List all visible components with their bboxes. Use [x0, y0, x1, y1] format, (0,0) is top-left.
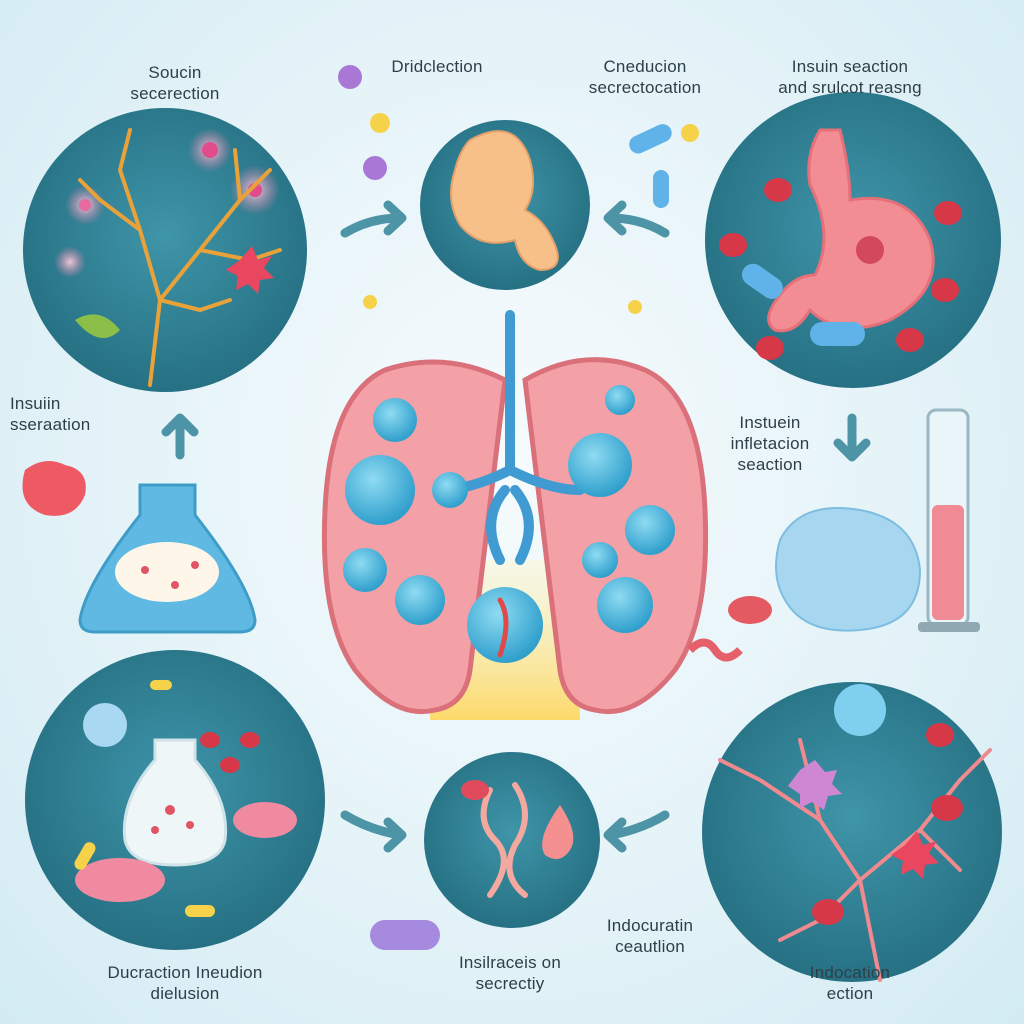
scattered-pills [338, 65, 772, 950]
label-line: and srulcot reasng [778, 78, 922, 97]
stomach-icon [767, 128, 935, 333]
label-mid-left: Insuiin sseraation [10, 393, 140, 435]
blood-vessels-icon [718, 684, 992, 982]
worm-drop-icon [461, 780, 574, 898]
label-line: Insuin seaction [791, 57, 909, 76]
label-line: ection [826, 984, 874, 1003]
label-line: Soucin [148, 63, 202, 82]
label-top-center-left: Dridclection [372, 56, 502, 77]
label-line: secerection [130, 84, 220, 103]
arrow-icon [161, 200, 871, 853]
circle-bottom-center [424, 752, 600, 928]
label-line: infletacion [730, 434, 810, 453]
blood-cells [719, 178, 962, 360]
circle-top-left [23, 108, 307, 392]
lungs-icon [321, 310, 709, 720]
lung-cells [343, 385, 675, 663]
label-bottom-center-right: Indocuratin ceautlion [575, 915, 725, 957]
circle-bottom-right [702, 682, 1002, 982]
label-top-right: Insuin seaction and srulcot reasng [750, 56, 950, 98]
test-tube-icon [775, 408, 980, 632]
nerve-cells-icon [54, 128, 282, 387]
pills-bottle-icon [74, 680, 297, 917]
label-line: Dridclection [391, 57, 483, 76]
label-bottom-center-left: Insilraceis on secrectiy [425, 952, 595, 994]
label-line: Insuiin [10, 394, 61, 413]
flask-icon [22, 461, 257, 634]
label-line: Indocuratin [606, 916, 694, 935]
label-line: secrectocation [588, 78, 702, 97]
label-line: Indocation [809, 963, 891, 982]
label-top-center-right: Cneducion secrectocation [560, 56, 730, 98]
label-line: Instuein [739, 413, 801, 432]
label-line: seaction [737, 455, 803, 474]
label-line: ceautlion [615, 937, 685, 956]
label-line: Insilraceis on [458, 953, 561, 972]
fetus-icon [450, 130, 559, 272]
label-top-left: Soucin secerection [105, 62, 245, 104]
label-line: Cneducion [603, 57, 687, 76]
circle-top-right [705, 92, 1001, 388]
circle-top-center [420, 120, 590, 290]
label-line: dielusion [150, 984, 220, 1003]
label-mid-right: Instuein infletacion seaction [705, 412, 835, 475]
label-line: sseraation [10, 415, 91, 434]
label-bottom-right: Indocation ection [770, 962, 930, 1004]
label-line: Ducraction Ineudion [107, 963, 263, 982]
label-line: secrectiy [475, 974, 545, 993]
circle-bottom-left [25, 650, 325, 950]
label-bottom-left: Ducraction Ineudion dielusion [75, 962, 295, 1004]
